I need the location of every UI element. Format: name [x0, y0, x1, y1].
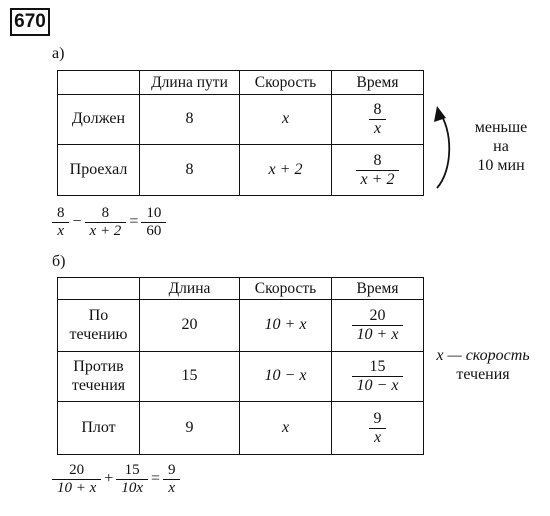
distance-cell: 9	[139, 401, 240, 455]
fraction-denominator: 10 + x	[52, 478, 102, 497]
table-a-header-speed: Скорость	[239, 70, 332, 95]
row-label: Против течения	[57, 351, 140, 402]
fraction-denominator: 10 + x	[351, 325, 404, 344]
time-fraction: 15 10 − x	[351, 358, 404, 395]
fraction-numerator: 8	[373, 151, 382, 169]
table-row: По течению 20 10 + x 20 10 + x	[57, 299, 424, 352]
row-label-line: течению	[69, 325, 128, 343]
fraction-numerator: 15	[369, 358, 386, 376]
equation-term: 8 x + 2	[84, 205, 127, 240]
table-a-header-corner	[57, 70, 140, 95]
row-label-line: течения	[71, 376, 126, 394]
table-a-header-row: Длина пути Скорость Время	[57, 70, 424, 95]
fraction-denominator: x	[52, 221, 70, 240]
table-row: Проехал 8 x + 2 8 x + 2	[57, 144, 424, 196]
fraction-denominator: 10x	[116, 478, 148, 497]
table-a-header-distance: Длина пути	[139, 70, 240, 95]
equation-a: 8 x − 8 x + 2 = 10 60	[52, 205, 167, 240]
equation-operator: +	[104, 470, 114, 487]
table-a-header-time: Время	[331, 70, 424, 95]
fraction-numerator: 10	[146, 205, 162, 221]
row-label: Должен	[57, 94, 140, 145]
row-label-line: Плот	[81, 418, 116, 436]
side-note-line: меньше	[474, 119, 528, 136]
table-row: Против течения 15 10 − x 15 10 − x	[57, 351, 424, 402]
time-cell: 9 x	[331, 401, 424, 455]
speed-cell: 10 − x	[239, 351, 332, 402]
side-note-line: x — скорость	[428, 346, 538, 365]
curved-arrow-icon	[434, 106, 451, 189]
time-fraction: 8 x + 2	[355, 151, 400, 189]
fraction-numerator: 20	[69, 462, 85, 478]
fraction-denominator: x	[163, 478, 181, 497]
fraction-numerator: 8	[57, 205, 65, 221]
fraction-numerator: 15	[124, 462, 140, 478]
problem-number: 670	[10, 8, 50, 36]
fraction-numerator: 20	[369, 307, 386, 325]
fraction-numerator: 8	[373, 101, 382, 119]
fraction-denominator: 60	[141, 221, 167, 240]
table-a: Длина пути Скорость Время Должен 8 x 8 x…	[57, 70, 424, 196]
table-b-header-corner	[57, 277, 140, 300]
table-row: Должен 8 x 8 x	[57, 94, 424, 145]
fraction-numerator: 9	[373, 409, 382, 427]
distance-cell: 20	[139, 299, 240, 352]
table-b-header-time: Время	[331, 277, 424, 300]
time-cell: 20 10 + x	[331, 299, 424, 352]
distance-cell: 8	[139, 144, 240, 196]
row-label: Плот	[57, 401, 140, 455]
table-b-header-distance: Длина	[139, 277, 240, 300]
fraction-denominator: x	[368, 427, 387, 447]
equation-term: 15 10x	[116, 462, 148, 496]
equation-b: 20 10 + x + 15 10x = 9 x	[52, 462, 181, 496]
side-note-text: x — скорость	[436, 347, 530, 364]
speed-cell: x	[239, 401, 332, 455]
equation-term: 8 x	[52, 205, 70, 239]
table-b: Длина Скорость Время По течению 20 10 + …	[57, 277, 424, 455]
distance-cell: 15	[139, 351, 240, 402]
speed-cell: x + 2	[239, 144, 332, 196]
time-fraction: 20 10 + x	[351, 307, 404, 344]
row-label-line: По	[88, 307, 109, 325]
row-label-line: Против	[73, 358, 124, 376]
distance-cell: 8	[139, 94, 240, 145]
row-label: Проехал	[57, 144, 140, 196]
side-note-line: 10 мин	[477, 157, 525, 175]
equation-equals: =	[150, 470, 161, 487]
equation-operator: −	[72, 213, 82, 230]
equation-term: 20 10 + x	[52, 462, 102, 497]
fraction-denominator: x + 2	[355, 169, 400, 189]
fraction-denominator: 10 − x	[351, 376, 404, 395]
side-note-b: x — скорость течения	[428, 346, 538, 384]
time-fraction: 8 x	[368, 101, 387, 138]
fraction-denominator: x + 2	[84, 221, 127, 240]
part-b-label: б)	[52, 253, 66, 270]
part-a-label: а)	[52, 45, 65, 62]
table-row: Плот 9 x 9 x	[57, 401, 424, 455]
speed-cell: x	[239, 94, 332, 145]
side-note-line: на	[493, 138, 509, 156]
table-b-header-row: Длина Скорость Время	[57, 277, 424, 300]
fraction-denominator: x	[368, 119, 387, 138]
time-fraction: 9 x	[368, 409, 387, 447]
fraction-numerator: 9	[168, 462, 176, 478]
equation-result: 10 60	[141, 205, 167, 240]
row-label: По течению	[57, 299, 140, 352]
equation-result: 9 x	[163, 462, 181, 496]
side-note-a: меньше на 10 мин	[466, 118, 536, 176]
speed-cell: 10 + x	[239, 299, 332, 352]
fraction-numerator: 8	[101, 205, 110, 221]
time-cell: 8 x	[331, 94, 424, 145]
time-cell: 15 10 − x	[331, 351, 424, 402]
side-note-line: течения	[456, 366, 510, 384]
time-cell: 8 x + 2	[331, 144, 424, 196]
equation-equals: =	[129, 213, 139, 230]
table-b-header-speed: Скорость	[239, 277, 332, 300]
